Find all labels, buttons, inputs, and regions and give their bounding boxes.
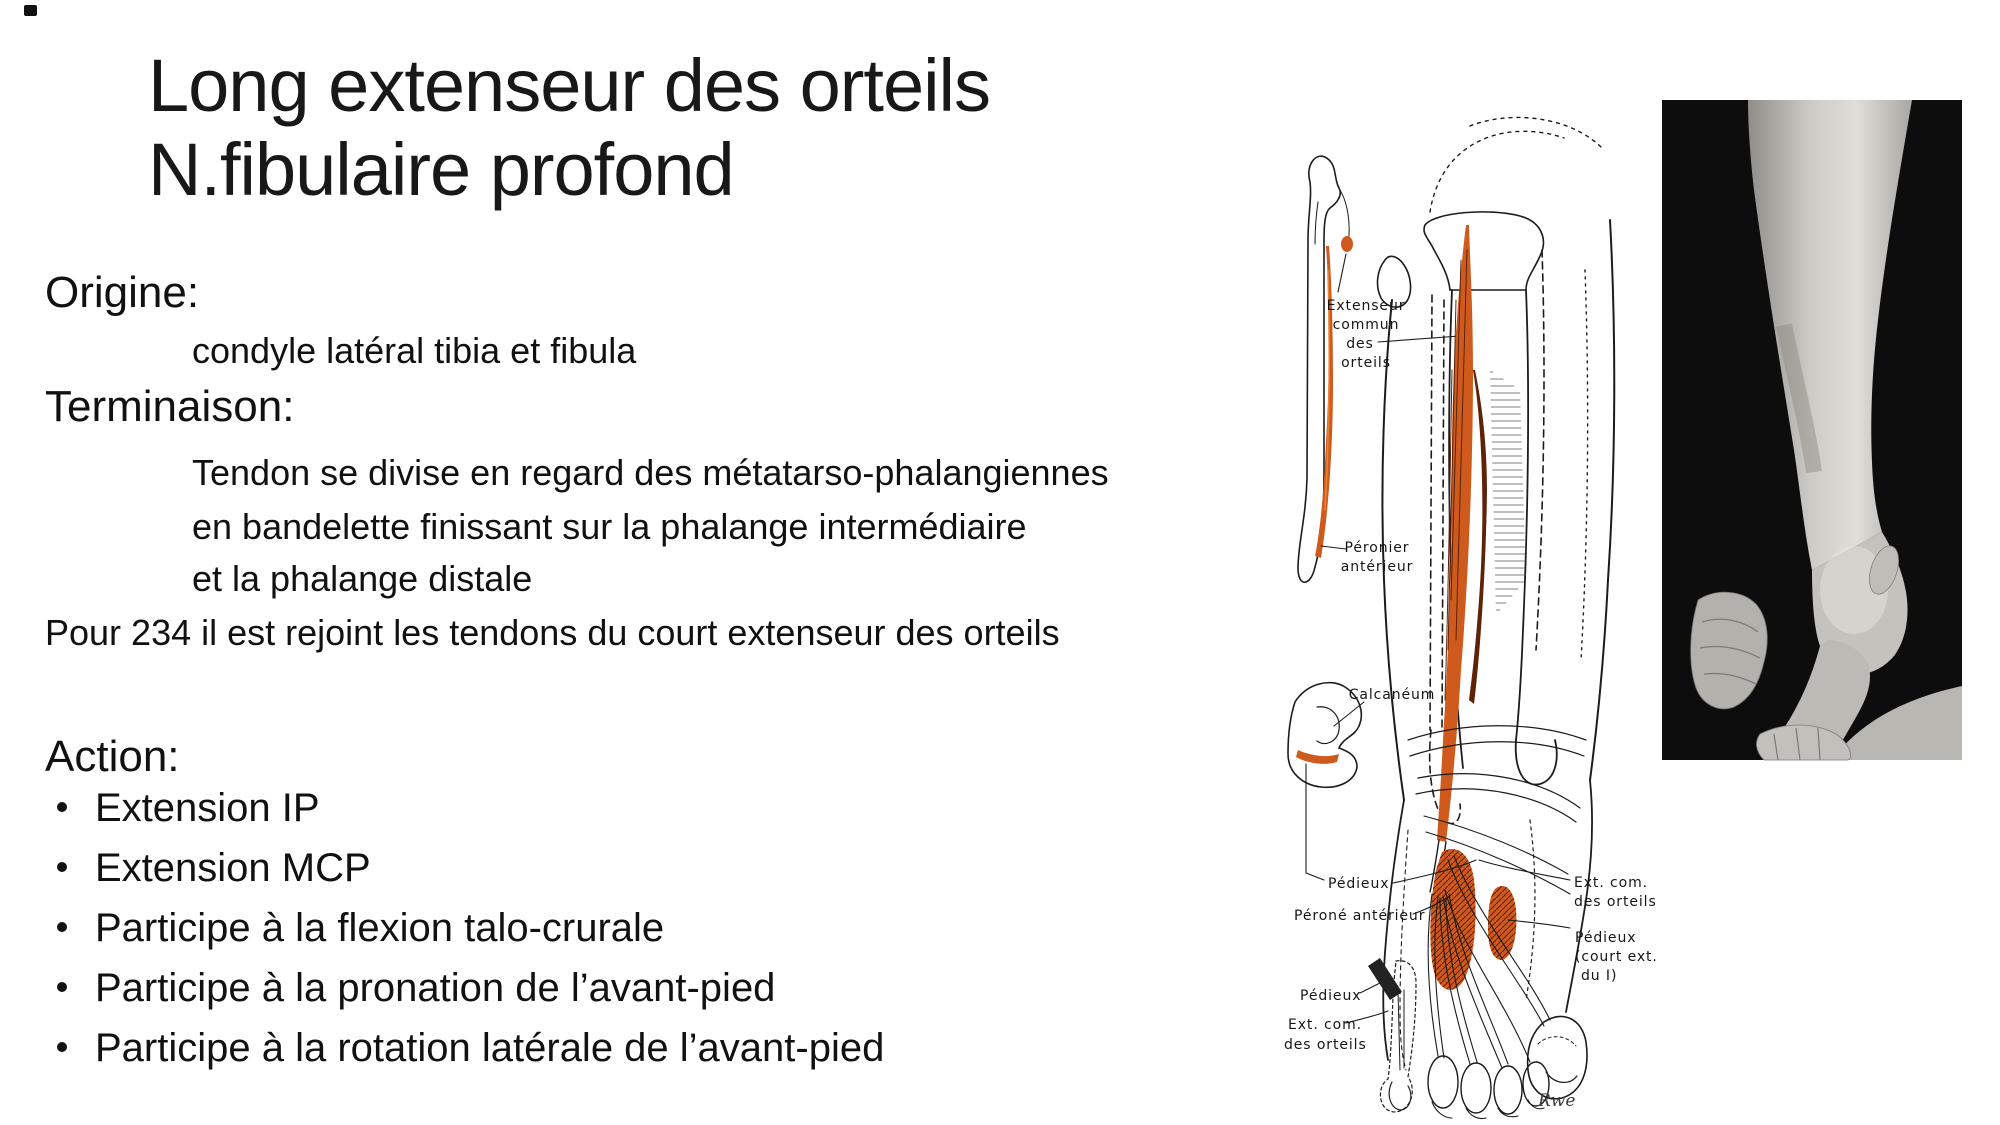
- photo-right-hand-fingers: [1773, 727, 1821, 761]
- action-item-label: Participe à la flexion talo-crurale: [95, 906, 665, 950]
- anatomy-diagram: Extenseur commun des orteils Péronier an…: [1284, 116, 1657, 1120]
- bullet-icon: [57, 922, 67, 932]
- photo-leg: [1748, 100, 1912, 570]
- slide-corner-artifact: [24, 5, 37, 16]
- label-ext-com-toe: des orteils: [1284, 1037, 1367, 1053]
- origine-value: condyle latéral tibia et fibula: [192, 330, 637, 371]
- photo-shading: [1776, 323, 1822, 474]
- action-item-label: Participe à la rotation latérale de l’av…: [95, 1026, 885, 1070]
- diagram-linework: [1287, 116, 1616, 1120]
- label-calcaneum: Calcanéum: [1349, 687, 1436, 703]
- action-item-label: Extension MCP: [95, 846, 371, 890]
- label-extenseur-commun: orteils: [1341, 355, 1391, 371]
- label-extenseur-commun: des: [1346, 336, 1374, 352]
- label-pedieux-toe: Pédieux: [1300, 988, 1361, 1004]
- terminaison-heading: Terminaison:: [45, 382, 295, 431]
- terminaison-line: en bandelette finissant sur la phalange …: [192, 506, 1027, 547]
- bullet-icon: [57, 982, 67, 992]
- photo-left-hand-fingers: [1699, 618, 1761, 685]
- label-ext-com-right: des orteils: [1574, 894, 1657, 910]
- terminaison-line: Tendon se divise en regard des métatarso…: [192, 452, 1109, 493]
- photo-thumb: [1869, 545, 1899, 595]
- label-extenseur-commun: Extenseur: [1327, 298, 1406, 314]
- label-pedieux-court: Pédieux: [1575, 930, 1636, 946]
- leg-photo: [1662, 100, 1962, 761]
- label-extenseur-commun: commun: [1333, 317, 1400, 333]
- anatomy-figure: Extenseur commun des orteils Péronier an…: [1280, 40, 1657, 1125]
- label-ext-com-right: Ext. com.: [1574, 875, 1648, 891]
- diagram-labels: Extenseur commun des orteils Péronier an…: [1284, 298, 1658, 1111]
- label-pedieux-court: (court ext.: [1575, 949, 1658, 965]
- bullet-icon: [57, 862, 67, 872]
- slide-title: Long extenseur des orteils N.fibulaire p…: [148, 44, 991, 211]
- terminaison-line: et la phalange distale: [192, 558, 533, 599]
- bullet-icon: [57, 802, 67, 812]
- photo-right-forearm: [1832, 686, 1962, 760]
- action-item-label: Extension IP: [95, 786, 320, 830]
- label-ext-com-toe: Ext. com.: [1288, 1017, 1362, 1033]
- label-pedieux-court: du I): [1581, 968, 1617, 984]
- note-line: Pour 234 il est rejoint les tendons du c…: [45, 612, 1060, 653]
- label-peronier-anterieur: antérieur: [1341, 559, 1414, 575]
- label-pedieux-ankle: Pédieux: [1328, 876, 1389, 892]
- action-heading: Action:: [45, 732, 180, 781]
- label-peronier-anterieur: Péronier: [1345, 540, 1410, 556]
- label-perone-anterieur: Péroné antérieur: [1294, 908, 1425, 924]
- photo-right-hand: [1756, 724, 1852, 761]
- illustrator-signature: Rwe: [1537, 1091, 1575, 1111]
- action-item-label: Participe à la pronation de l’avant-pied: [95, 966, 776, 1010]
- leg-photo-image: [1662, 100, 1962, 761]
- bullet-icon: [57, 1042, 67, 1052]
- photo-left-hand: [1690, 591, 1768, 710]
- slide-title-line-1: Long extenseur des orteils: [148, 44, 991, 127]
- slide-title-line-2: N.fibulaire profond: [148, 127, 735, 211]
- origine-heading: Origine:: [45, 268, 200, 317]
